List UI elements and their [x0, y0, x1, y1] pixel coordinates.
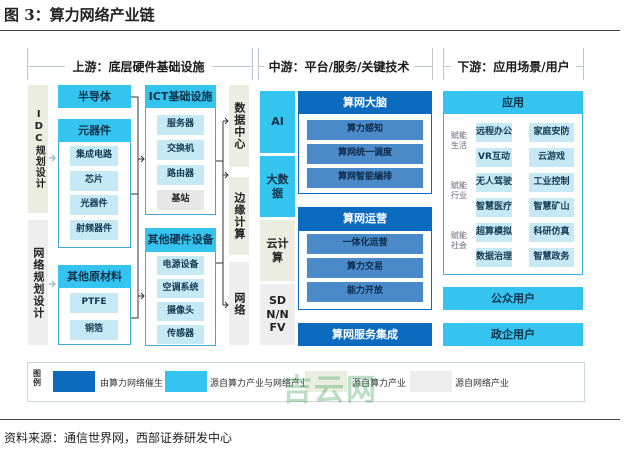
brain-item: 算力感知	[307, 120, 423, 140]
source-note: 资料来源：通信世界网，西部证券研发中心	[4, 431, 233, 445]
downstream-header: 下游：应用场景/用户	[457, 60, 570, 74]
divider	[27, 66, 65, 67]
arrow-icon	[138, 155, 145, 163]
ops-item: 一体化运营	[307, 234, 423, 254]
arrow-icon	[138, 292, 145, 300]
legend-label: 源自网络产业	[455, 379, 510, 389]
material-item: 铜箔	[70, 320, 118, 340]
arrow-icon	[49, 280, 57, 288]
idc-design: IDC规划设计	[28, 85, 48, 213]
upstream-header: 上游：底层硬件基础设施	[72, 60, 205, 74]
divider	[576, 66, 583, 67]
source-divider	[0, 419, 620, 420]
divider	[258, 66, 264, 67]
hardware-item: 传感器	[157, 325, 204, 344]
watermark: 吉云网	[282, 373, 378, 408]
app-item: 无人驾驶	[476, 173, 512, 192]
ict-title: ICT基础设施	[145, 85, 216, 108]
ict-item: 基站	[157, 190, 204, 210]
app-title: 应用	[443, 91, 583, 114]
ict-item: 服务器	[157, 115, 204, 135]
network: 网络	[229, 262, 249, 345]
group-label: 赋能行业	[451, 181, 467, 200]
divider	[432, 48, 433, 80]
brain-title: 算网大脑	[298, 91, 432, 114]
group-label: 赋能生活	[451, 131, 467, 150]
ict-item: 路由器	[157, 165, 204, 185]
tech-bigdata: 大数据	[260, 156, 295, 217]
divider	[258, 48, 259, 80]
connector-line	[216, 160, 224, 264]
divider	[414, 66, 432, 67]
public-users: 公众用户	[443, 287, 583, 310]
legend-label: 源自算力产业	[352, 379, 407, 389]
ict-item: 交换机	[157, 140, 204, 160]
service-integration: 算网服务集成	[298, 323, 432, 346]
arrow-icon	[222, 121, 229, 179]
tech-sdn-nfv: SDN/NFV	[260, 284, 295, 345]
legend-swatch-dark-blue	[53, 371, 95, 392]
divider	[583, 48, 584, 80]
tech-cloud: 云计算	[260, 220, 295, 281]
tech-ai: AI	[260, 91, 295, 153]
enterprise-users: 政企用户	[443, 323, 583, 346]
divider	[252, 48, 253, 80]
hardware-title: 其他硬件设备	[145, 228, 216, 252]
connector-line	[131, 96, 139, 319]
ops-item: 能力开放	[307, 282, 423, 302]
app-item: 科研仿真	[529, 223, 574, 242]
arrow-icon	[222, 263, 229, 309]
divider	[27, 48, 28, 80]
app-item: 数据治理	[476, 248, 512, 267]
component-item: 射频器件	[70, 220, 118, 240]
material-item: PTFE	[70, 293, 118, 313]
arrow-icon	[49, 154, 57, 162]
legend-swatch-beige	[305, 371, 347, 392]
arrow-icon	[223, 117, 229, 125]
hardware-item: 电源设备	[157, 256, 204, 275]
hardware-item: 空调系统	[157, 279, 204, 298]
app-item: 智慧政务	[529, 248, 574, 267]
ops-item: 算力交易	[307, 258, 423, 278]
title-divider	[0, 30, 620, 31]
brain-item: 算网智能编排	[307, 168, 423, 188]
data-center: 数据中心	[229, 85, 249, 167]
components-title: 元器件	[58, 119, 131, 142]
figure-title: 图 3：算力网络产业链	[4, 6, 155, 24]
app-item: VR互动	[476, 148, 512, 167]
legend-swatch-gray	[410, 371, 452, 392]
legend	[27, 362, 585, 402]
app-item: 远程办公	[476, 123, 512, 142]
component-item: 集成电路	[70, 146, 118, 166]
brain-item: 算网统一调度	[307, 144, 423, 164]
app-item: 工业控制	[529, 173, 574, 192]
legend-label: 由算力网络催生	[100, 379, 164, 389]
component-item: 光器件	[70, 195, 118, 215]
app-item: 家庭安防	[529, 123, 574, 142]
divider	[443, 48, 444, 80]
edge-computing: 边缘计算	[229, 177, 249, 255]
network-design: 网络规划设计	[28, 220, 48, 345]
legend-swatch-light-blue	[165, 371, 207, 392]
app-item: 智慧医疗	[476, 198, 512, 217]
divider	[443, 66, 451, 67]
legend-title: 图例	[33, 369, 41, 387]
group-label: 赋能社会	[451, 231, 467, 250]
divider	[212, 66, 252, 67]
app-item: 智慧矿山	[529, 198, 574, 217]
hardware-item: 摄像头	[157, 302, 204, 321]
ops-title: 算网运营	[298, 207, 432, 231]
materials-title: 其他原材料	[58, 265, 131, 288]
component-item: 芯片	[70, 171, 118, 191]
legend-label: 源自算力产业与网络产业	[210, 379, 310, 389]
app-item: 云游戏	[529, 148, 574, 167]
midstream-header: 中游：平台/服务/关键技术	[268, 60, 410, 74]
semiconductor: 半导体	[58, 85, 131, 108]
app-item: 超算模拟	[476, 223, 512, 242]
